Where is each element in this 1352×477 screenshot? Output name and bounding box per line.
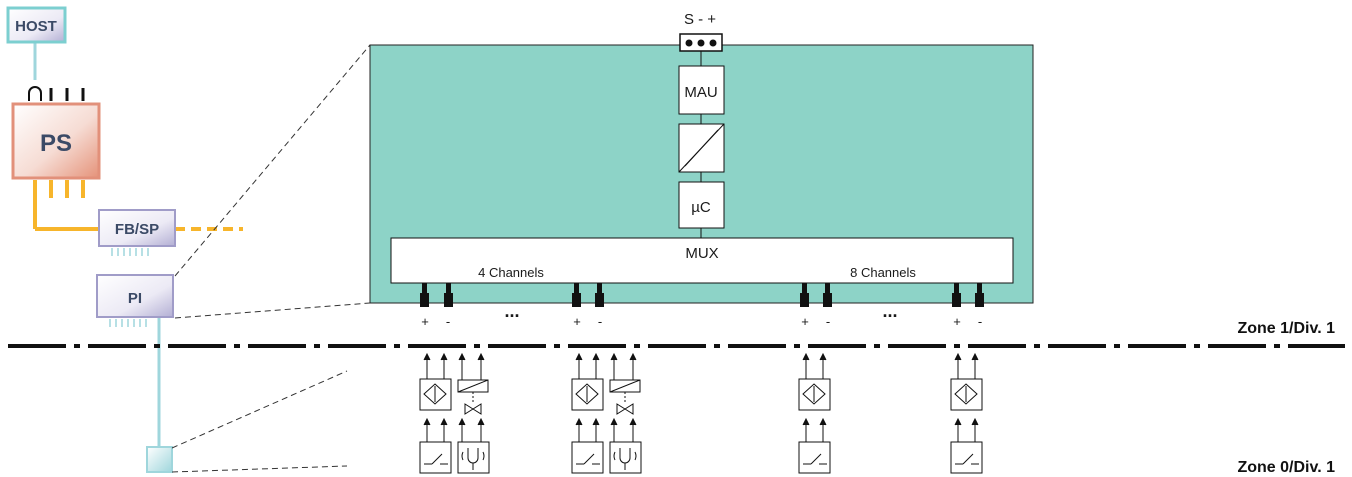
zone1-label: Zone 1/Div. 1 — [1237, 320, 1335, 337]
ellipsis-right: ... — [882, 301, 897, 321]
host-box: HOST — [6, 6, 67, 44]
minus-label: - — [826, 314, 830, 329]
pi-label: PI — [128, 290, 142, 307]
isolation-block — [678, 123, 725, 173]
host-label: HOST — [15, 18, 57, 35]
terminal-label: S - + — [684, 11, 716, 28]
ps-label: PS — [40, 130, 72, 157]
group-right-label: 8 Channels — [850, 265, 916, 280]
switch-icon — [798, 417, 831, 474]
pi-box: PI — [96, 274, 174, 327]
zone0-label: Zone 0/Div. 1 — [1237, 459, 1335, 476]
sensor-icon — [950, 352, 983, 411]
microcontroller-block: µC — [678, 181, 725, 229]
trunk-lines — [33, 180, 243, 231]
fbsp-label: FB/SP — [115, 221, 159, 238]
field-devices — [419, 352, 983, 474]
plus-label: + — [421, 314, 429, 329]
mux-label: MUX — [685, 245, 718, 262]
minus-label: - — [598, 314, 602, 329]
sensor-icon — [419, 352, 452, 411]
plus-label: + — [953, 314, 961, 329]
switch-icon — [571, 417, 604, 474]
vibration-sensor-icon — [457, 417, 490, 474]
group-left-label: 4 Channels — [478, 265, 544, 280]
ps-connector — [28, 86, 85, 101]
switch-icon — [950, 417, 983, 474]
solenoid-valve-icon — [609, 352, 641, 415]
zoom-lines — [171, 44, 371, 473]
plus-label: + — [801, 314, 809, 329]
mux-block: MUX 4 Channels 8 Channels — [390, 237, 1014, 284]
minus-label: - — [446, 314, 450, 329]
plus-label: + — [573, 314, 581, 329]
vibration-sensor-icon — [609, 417, 642, 474]
polarity-labels: + - + - + - + - ... ... — [421, 301, 982, 329]
bus-terminal: S - + — [679, 11, 723, 52]
solenoid-valve-icon — [457, 352, 489, 415]
switch-icon — [419, 417, 452, 474]
mau-block: MAU — [678, 65, 725, 115]
sensor-icon — [571, 352, 604, 411]
sensor-icon — [798, 352, 831, 411]
fbsp-box: FB/SP — [98, 209, 176, 256]
uc-label: µC — [691, 199, 711, 216]
mau-label: MAU — [684, 84, 717, 101]
channel-terminals — [420, 283, 984, 307]
field-junction-box — [146, 446, 173, 473]
minus-label: - — [978, 314, 982, 329]
cable-lines — [33, 40, 161, 447]
ellipsis-left: ... — [504, 301, 519, 321]
power-supply-box: PS — [11, 102, 101, 180]
